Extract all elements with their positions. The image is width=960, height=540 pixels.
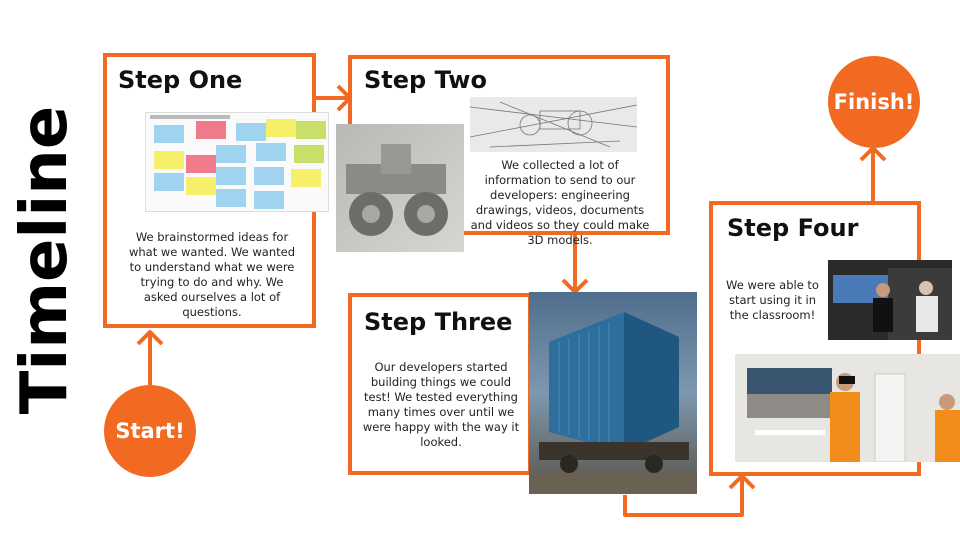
start-circle: Start!: [104, 385, 196, 477]
step-one-title: Step One: [118, 66, 243, 94]
arrowhead-up-2: [728, 474, 756, 490]
start-label: Start!: [115, 419, 185, 443]
step-three-text: Our developers started building things w…: [362, 360, 520, 449]
step-one-text: We brainstormed ideas for what we wanted…: [128, 230, 296, 319]
connector-step-three-to-four: [623, 478, 744, 517]
finish-circle: Finish!: [828, 56, 920, 148]
arrowhead-up-1: [136, 330, 164, 346]
engineering-drawing-image: [470, 97, 637, 152]
classroom-vr-image: [828, 260, 952, 340]
page-title: Timeline: [8, 105, 82, 415]
finish-label: Finish!: [833, 90, 915, 114]
step-four-title: Step Four: [727, 214, 859, 242]
step-two-text: We collected a lot of information to sen…: [470, 158, 650, 247]
3d-container-image: [529, 292, 697, 494]
step-four-text: We were able to start using it in the cl…: [726, 278, 819, 322]
brainstorm-image: [145, 112, 329, 212]
step-two-title: Step Two: [364, 66, 487, 94]
vr-training-image: [735, 354, 960, 462]
step-three-title: Step Three: [364, 308, 513, 336]
step-three-box: [348, 293, 532, 475]
3d-bogie-image: [336, 124, 464, 252]
arrowhead-up-3: [859, 146, 887, 162]
